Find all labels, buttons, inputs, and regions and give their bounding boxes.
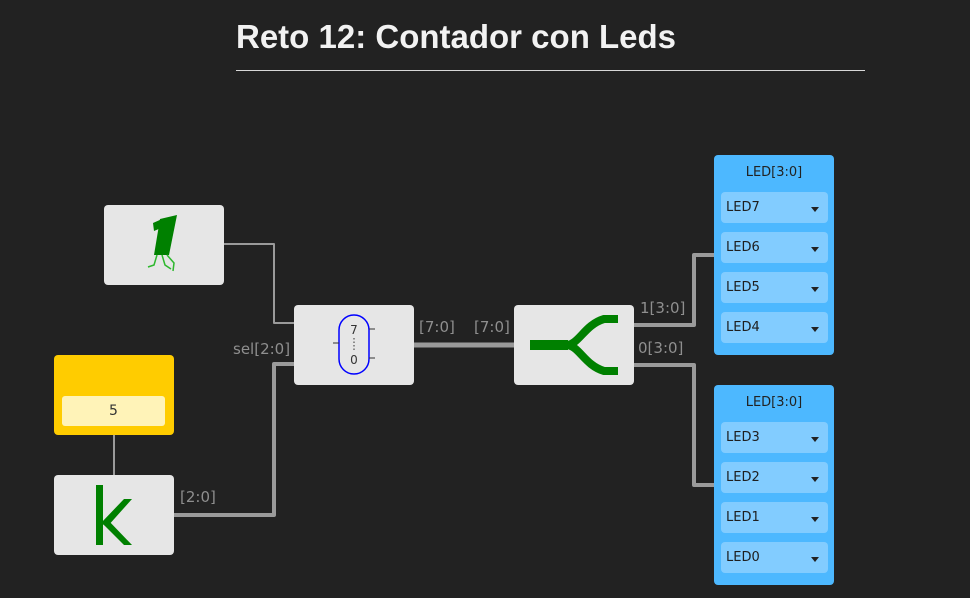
dropdown-caret-icon	[811, 477, 819, 482]
dropdown-caret-icon	[811, 207, 819, 212]
led-panel-high[interactable]: LED[3:0] LED7 LED6 LED5 LED4	[714, 155, 834, 355]
splitter-icon	[530, 315, 618, 375]
wire-pulse-to-mux	[224, 243, 294, 324]
pulse-block[interactable]	[104, 205, 224, 285]
title-divider	[236, 70, 865, 71]
constant-block[interactable]: 5	[54, 355, 174, 435]
splitter-block[interactable]	[514, 305, 634, 385]
one-pulse-icon	[147, 215, 177, 272]
constant-value-field[interactable]: 5	[62, 396, 165, 426]
led-select-label: LED5	[726, 280, 760, 295]
led-panel-title: LED[3:0]	[745, 395, 803, 410]
counter-block[interactable]	[54, 475, 174, 555]
led-select-label: LED2	[726, 470, 760, 485]
led-select[interactable]: LED3	[721, 422, 828, 453]
led-select-label: LED1	[726, 510, 760, 525]
led-select[interactable]: LED5	[721, 272, 828, 303]
wire-label-mux-sel: sel[2:0]	[233, 340, 291, 358]
led-select[interactable]: LED6	[721, 232, 828, 263]
wire-label-split-high: 1[3:0]	[640, 299, 686, 317]
led-select[interactable]: LED2	[721, 462, 828, 493]
led-select[interactable]: LED4	[721, 312, 828, 343]
dropdown-caret-icon	[811, 437, 819, 442]
dropdown-caret-icon	[811, 287, 819, 292]
mux-icon: 7 0	[333, 314, 375, 375]
wire-label-split-in: [7:0]	[474, 318, 510, 336]
wire-k-to-mux-sel	[174, 362, 294, 517]
led-select-label: LED4	[726, 320, 760, 335]
led-select[interactable]: LED1	[721, 502, 828, 533]
led-select-label: LED0	[726, 550, 760, 565]
led-panel-title: LED[3:0]	[745, 165, 803, 180]
led-select[interactable]: LED0	[721, 542, 828, 573]
mux-top-label: 7	[350, 323, 358, 337]
wire-label-mux-out: [7:0]	[419, 318, 455, 336]
k-constant-icon	[96, 485, 132, 545]
wire-splitter-to-leds-high	[634, 253, 714, 327]
dropdown-caret-icon	[811, 557, 819, 562]
wire-label-counter-out: [2:0]	[180, 488, 216, 506]
dropdown-caret-icon	[811, 247, 819, 252]
page-title: Reto 12: Contador con Leds	[236, 18, 677, 55]
wire-splitter-to-leds-low	[634, 363, 714, 487]
wire-label-split-low: 0[3:0]	[638, 339, 684, 357]
led-select-label: LED7	[726, 200, 760, 215]
led-select[interactable]: LED7	[721, 192, 828, 223]
dropdown-caret-icon	[811, 517, 819, 522]
led-select-label: LED6	[726, 240, 760, 255]
dropdown-caret-icon	[811, 327, 819, 332]
led-select-label: LED3	[726, 430, 760, 445]
led-panel-low[interactable]: LED[3:0] LED3 LED2 LED1 LED0	[714, 385, 834, 585]
mux-bottom-label: 0	[350, 353, 358, 367]
mux-block[interactable]: 7 0	[294, 305, 414, 385]
